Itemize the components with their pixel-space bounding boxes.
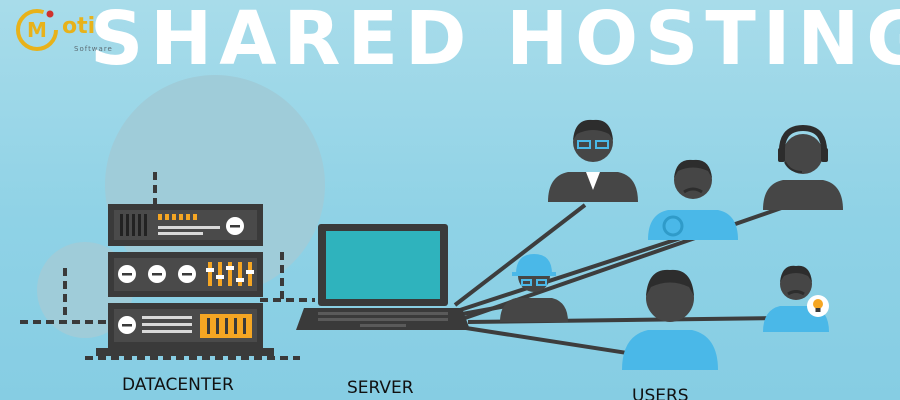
user-avatar-5 — [763, 265, 829, 332]
user-avatar-6 — [622, 269, 718, 370]
logo-letter: M — [27, 18, 47, 42]
page-title: SHARED HOSTING — [90, 0, 900, 82]
connection-lines — [453, 203, 791, 357]
logo-wordmark: oti — [62, 14, 96, 39]
datacenter-cables — [20, 172, 315, 360]
datacenter-label: DATACENTER — [122, 375, 234, 395]
logo-tagline: Software — [74, 45, 113, 53]
user-avatar-2 — [648, 159, 738, 240]
link-user-6 — [465, 326, 641, 357]
users-label: USERS — [632, 386, 689, 400]
user-avatar-3-headset — [763, 124, 843, 210]
server-laptop — [296, 224, 470, 330]
server-label: SERVER — [347, 378, 414, 398]
company-logo: M oti Software — [14, 6, 114, 60]
link-user-2 — [459, 233, 691, 312]
link-user-1 — [453, 203, 587, 307]
user-avatar-1 — [548, 119, 638, 202]
logo-ring-icon: M — [16, 9, 58, 51]
datacenter-rack — [96, 204, 274, 356]
user-avatar-4-helmet — [500, 254, 568, 322]
